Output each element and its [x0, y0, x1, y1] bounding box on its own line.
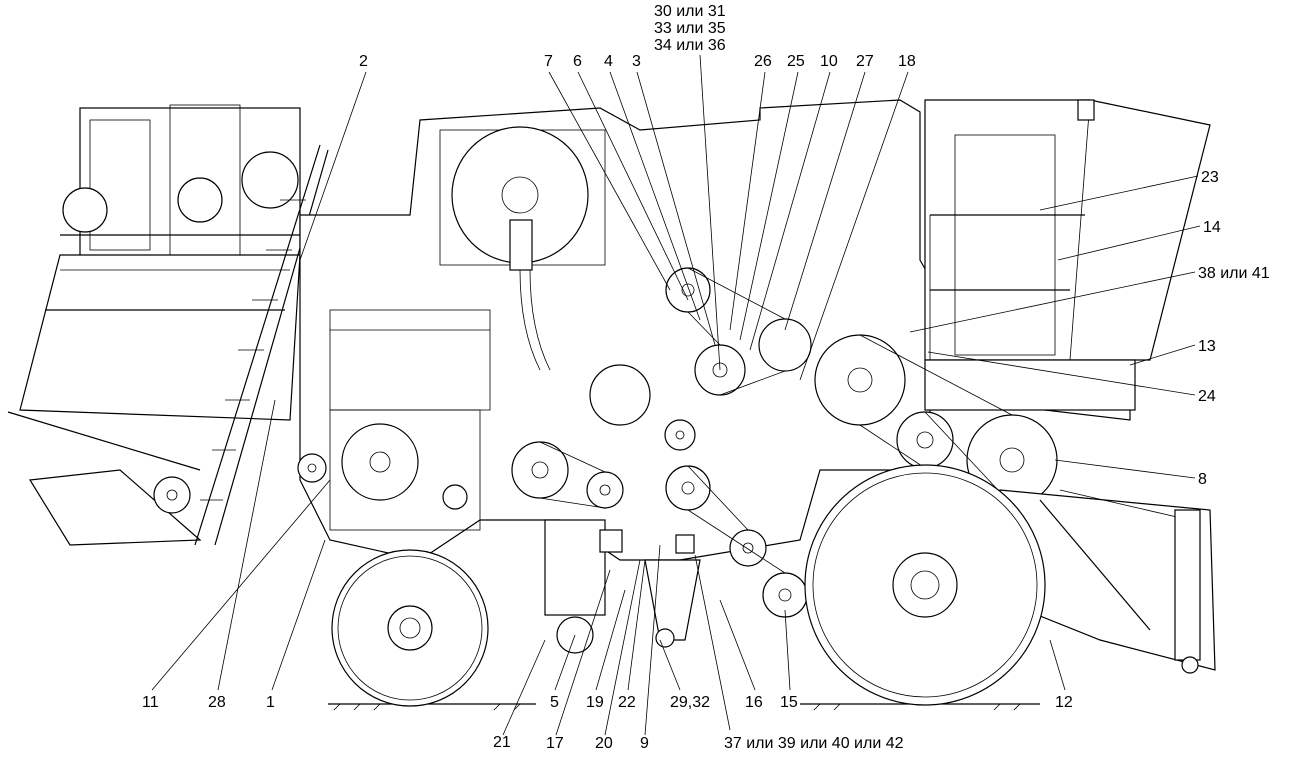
callout-33-35: 33 или 35 [654, 20, 726, 37]
callout-28: 28 [208, 694, 226, 711]
belt-drives [153, 267, 1058, 618]
callout-18: 18 [898, 53, 916, 70]
callout-1: 1 [266, 694, 275, 711]
callout-22: 22 [618, 694, 636, 711]
callout-37-42: 37 или 39 или 40 или 42 [724, 735, 904, 752]
callout-12: 12 [1055, 694, 1073, 711]
callout-27: 27 [856, 53, 874, 70]
callout-9: 9 [640, 735, 649, 752]
callout-34-36: 34 или 36 [654, 37, 726, 54]
callout-16: 16 [745, 694, 763, 711]
leader-lines [151, 54, 1201, 736]
callout-30-31: 30 или 31 [654, 3, 726, 20]
callout-19: 19 [586, 694, 604, 711]
callout-7: 7 [544, 53, 553, 70]
callout-8: 8 [1198, 471, 1207, 488]
callout-23: 23 [1201, 169, 1219, 186]
callout-20: 20 [595, 735, 613, 752]
callout-17: 17 [546, 735, 564, 752]
callout-15: 15 [780, 694, 798, 711]
callout-6: 6 [573, 53, 582, 70]
callout-11: 11 [142, 694, 159, 711]
callout-21: 21 [493, 734, 511, 751]
callout-4: 4 [604, 53, 613, 70]
rear-wheel [331, 549, 489, 707]
callout-10: 10 [820, 53, 838, 70]
lower-drives [544, 519, 701, 654]
callout-38-41: 38 или 41 [1198, 265, 1270, 282]
front-wheel [804, 464, 1046, 706]
callout-13: 13 [1198, 338, 1216, 355]
callout-labels: 2 7 6 4 3 30 или 31 33 или 35 34 или 36 … [142, 3, 1270, 752]
callout-2: 2 [359, 53, 368, 70]
callout-29-32: 29,32 [670, 694, 710, 711]
callout-14: 14 [1203, 219, 1221, 236]
rear-hopper [7, 254, 301, 546]
callout-5: 5 [550, 694, 559, 711]
callout-25: 25 [787, 53, 805, 70]
callout-3: 3 [632, 53, 641, 70]
callout-24: 24 [1198, 388, 1216, 405]
callout-26: 26 [754, 53, 772, 70]
cab [924, 99, 1211, 411]
engine-unit [60, 104, 301, 259]
